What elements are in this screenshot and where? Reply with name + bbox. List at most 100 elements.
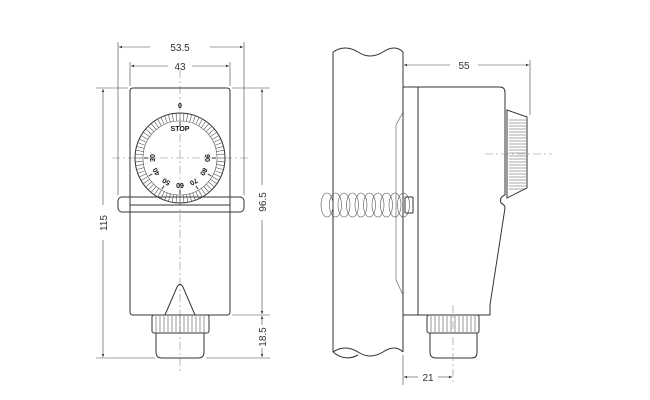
pipe-saddle	[395, 111, 404, 296]
dial-knob-side	[506, 109, 528, 199]
spring-coil	[354, 192, 368, 218]
dial-scale-label: 30	[150, 154, 157, 162]
clamp-spring	[320, 192, 410, 218]
dial-scale-label: 60	[176, 181, 184, 188]
dim-depth: 55	[458, 61, 470, 72]
knurl-tick	[160, 117, 165, 125]
knurl-tick	[216, 160, 225, 163]
knurl-tick	[171, 194, 174, 203]
spring-coil	[363, 192, 376, 218]
knurl-tick	[208, 128, 215, 135]
dial-scale-tick	[195, 185, 199, 190]
knurl-tick	[145, 181, 152, 188]
knurl-tick	[171, 113, 174, 122]
spring-coil	[388, 192, 402, 218]
knurl-tick	[175, 194, 178, 203]
spring-coil	[320, 192, 334, 218]
knurl-tick	[150, 123, 157, 130]
knurl-tick	[164, 115, 168, 124]
knurl-tick	[139, 138, 147, 143]
knurl-tick	[137, 142, 146, 146]
dial-knurl-ticks	[135, 113, 225, 203]
knurl-tick	[200, 188, 207, 196]
spring-coil	[397, 192, 410, 218]
knurl-tick	[153, 120, 160, 128]
dial-scale-label: 50	[161, 176, 171, 186]
knurl-tick	[216, 153, 225, 156]
side-dimensions: 55 21	[402, 60, 531, 385]
knurl-tick	[168, 114, 171, 123]
spring-coil	[380, 192, 393, 218]
knurl-tick	[195, 191, 200, 199]
dim-height-total: 115	[99, 215, 110, 231]
dial-scale-ticks	[144, 122, 216, 194]
knurl-tick	[153, 188, 160, 196]
knurl-tick	[139, 173, 147, 178]
dial-scale-tick	[148, 173, 153, 177]
housing-side	[403, 86, 506, 316]
spring-coil	[346, 192, 359, 218]
knurl-tick	[142, 178, 150, 185]
front-dimensions: 53.5 43 115 96.5 18.5	[96, 42, 270, 359]
dim-height-body: 96.5	[258, 192, 269, 212]
housing-body	[129, 87, 231, 316]
dial-zero-mark: 0	[178, 103, 182, 110]
knurl-tick	[210, 131, 218, 138]
knurl-tick	[145, 128, 152, 135]
knurl-tick	[160, 191, 165, 199]
gland-nut-ribs-side	[430, 316, 476, 332]
knurl-tick	[140, 176, 149, 181]
knurl-tick	[186, 194, 189, 203]
dial-scale-label: 80	[198, 166, 208, 176]
dim-gland-offset: 21	[422, 373, 434, 384]
knurl-tick	[210, 178, 218, 185]
knurl-tick	[140, 135, 149, 140]
knurl-tick	[200, 120, 207, 128]
knurl-tick	[189, 193, 192, 202]
knurl-tick	[186, 113, 189, 122]
cable-gland-nut	[151, 314, 210, 334]
gland-cap-side	[429, 333, 478, 359]
knurl-tick	[192, 192, 196, 201]
dial-scale-tick	[161, 185, 165, 190]
knob-ribs	[509, 119, 526, 190]
knurl-tick	[157, 189, 162, 198]
knurl-tick	[147, 183, 155, 191]
knurl-tick	[135, 153, 144, 156]
clamp-band	[117, 196, 245, 213]
knurl-tick	[214, 170, 223, 174]
knurl-tick	[216, 164, 225, 167]
spring-coil	[337, 192, 351, 218]
knurl-tick	[189, 114, 192, 123]
dial-scale-label: 70	[188, 176, 198, 186]
knurl-tick	[215, 167, 224, 170]
dial-scale-tick	[207, 173, 212, 177]
dim-height-gland: 18.5	[258, 327, 269, 347]
knurl-tick	[203, 123, 210, 130]
knurl-tick	[136, 167, 145, 170]
knurl-tick	[211, 135, 220, 140]
knurl-tick	[168, 193, 171, 202]
knurl-tick	[142, 131, 150, 138]
knurl-tick	[211, 176, 220, 181]
knurl-tick	[215, 146, 224, 149]
gland-cone	[164, 284, 196, 316]
dial-scale-label: 90	[203, 154, 210, 162]
knurl-tick	[135, 164, 144, 167]
knurl-tick	[203, 186, 210, 193]
dim-width-body: 43	[174, 62, 186, 73]
dial-stop-label: STOP	[171, 126, 190, 133]
dial-scale-label: 40	[152, 166, 162, 176]
knurl-tick	[175, 113, 178, 122]
spring-coil	[371, 192, 385, 218]
knurl-tick	[150, 186, 157, 193]
knurl-tick	[164, 192, 168, 201]
knurl-tick	[195, 117, 200, 125]
knurl-tick	[198, 118, 203, 127]
knurl-tick	[205, 125, 213, 133]
knurl-tick	[213, 138, 221, 143]
knurl-tick	[136, 146, 145, 149]
